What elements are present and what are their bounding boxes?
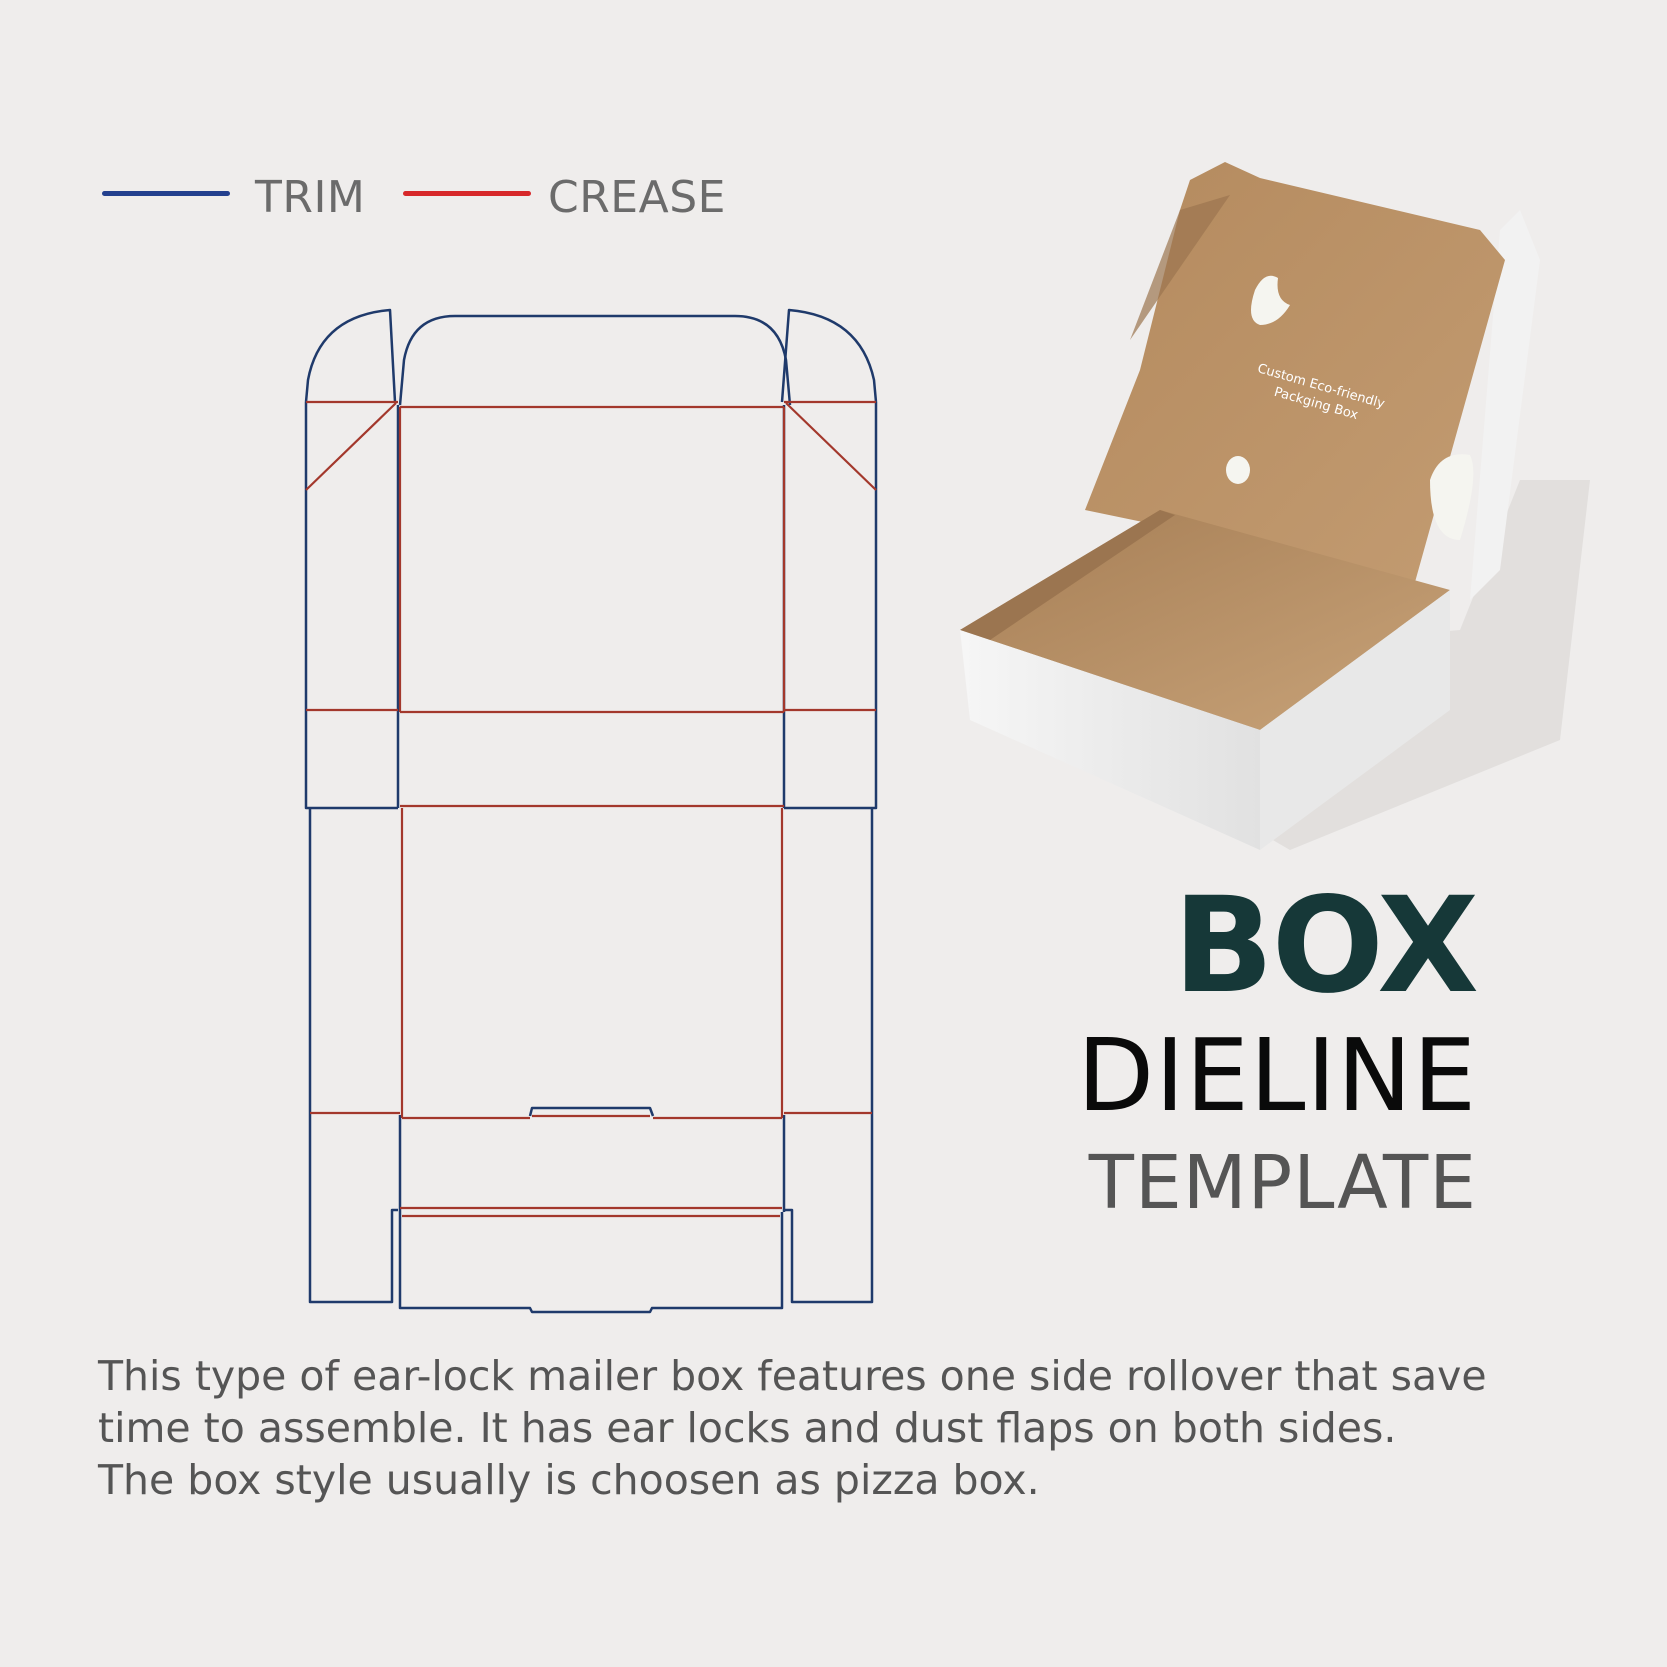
box-front-wall xyxy=(960,630,1260,850)
right-ear-diagonal-crease xyxy=(785,402,877,491)
trim-lines xyxy=(304,308,878,1314)
description: This type of ear-lock mailer box feature… xyxy=(98,1350,1578,1506)
lock-slot xyxy=(528,1106,655,1117)
right-ear-outline xyxy=(780,308,878,403)
lid-inner-panel xyxy=(1085,162,1505,600)
trim-legend-line xyxy=(102,191,230,196)
print-shape-1 xyxy=(1251,275,1290,325)
title-dieline: DIELINE xyxy=(1077,1017,1477,1134)
trim-legend-label: TRIM xyxy=(255,172,366,223)
lid-white-edge xyxy=(1470,210,1540,600)
box-back-wall xyxy=(960,510,1175,640)
crease-lines xyxy=(305,400,877,1218)
left-ear-diagonal-crease xyxy=(305,402,397,491)
description-line-3: The box style usually is choosen as pizz… xyxy=(98,1456,1040,1504)
crease-legend-label: CREASE xyxy=(548,172,726,223)
right-band-outline xyxy=(784,710,878,810)
left-lower-side-outline xyxy=(308,808,398,1304)
lid-ear-fold xyxy=(1130,195,1230,340)
title-box: BOX xyxy=(1173,869,1479,1023)
left-ear-outline xyxy=(304,308,397,403)
title-block: BOX DIELINE TEMPLATE xyxy=(1077,869,1479,1226)
box-product-illustration: Custom Eco-friendly Packging Box xyxy=(960,162,1590,850)
description-line-1: This type of ear-lock mailer box feature… xyxy=(98,1352,1487,1400)
description-line-2: time to assemble. It has ear locks and d… xyxy=(98,1404,1397,1452)
box-side-wall xyxy=(1260,590,1450,850)
bottom-rollover-outline xyxy=(398,1212,784,1314)
right-lower-side-outline xyxy=(784,808,874,1304)
title-template: TEMPLATE xyxy=(1088,1140,1477,1226)
print-shape-3 xyxy=(1430,454,1474,540)
crease-legend-line xyxy=(403,191,531,196)
top-tuck-flap-outline xyxy=(398,314,792,406)
print-shape-2 xyxy=(1226,456,1250,484)
left-band-outline xyxy=(304,710,398,810)
